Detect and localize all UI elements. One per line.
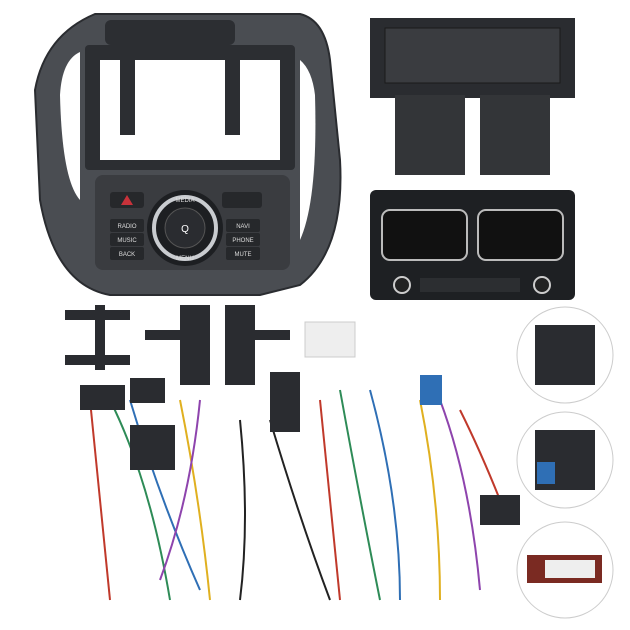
- connector-inset-3: [516, 521, 614, 619]
- media-label: MEDIA: [175, 198, 194, 204]
- lock-button: [222, 192, 262, 208]
- connectors: [80, 372, 520, 525]
- connector-inset-2: [516, 411, 614, 509]
- dash-panel-frame: RADIO MUSIC BACK NAVI PHONE MUTE MEDIA M…: [33, 13, 342, 296]
- connector-inset-1: [516, 306, 614, 404]
- mute-label: MUTE: [235, 252, 252, 258]
- wiring-harness: [89, 389, 501, 601]
- screw-bag: [304, 321, 356, 358]
- knob-logo: Q: [181, 224, 189, 235]
- air-vent-panel: [370, 190, 575, 300]
- menu-label: MENU: [176, 256, 194, 262]
- music-label: MUSIC: [117, 238, 137, 244]
- mounting-box: [370, 18, 575, 175]
- center-knob: [164, 207, 206, 249]
- hazard-icon: [121, 195, 133, 205]
- metal-brackets: [65, 305, 290, 385]
- back-label: BACK: [119, 252, 135, 258]
- radio-label: RADIO: [117, 224, 136, 230]
- navi-label: NAVI: [236, 224, 250, 230]
- phone-label: PHONE: [232, 238, 253, 244]
